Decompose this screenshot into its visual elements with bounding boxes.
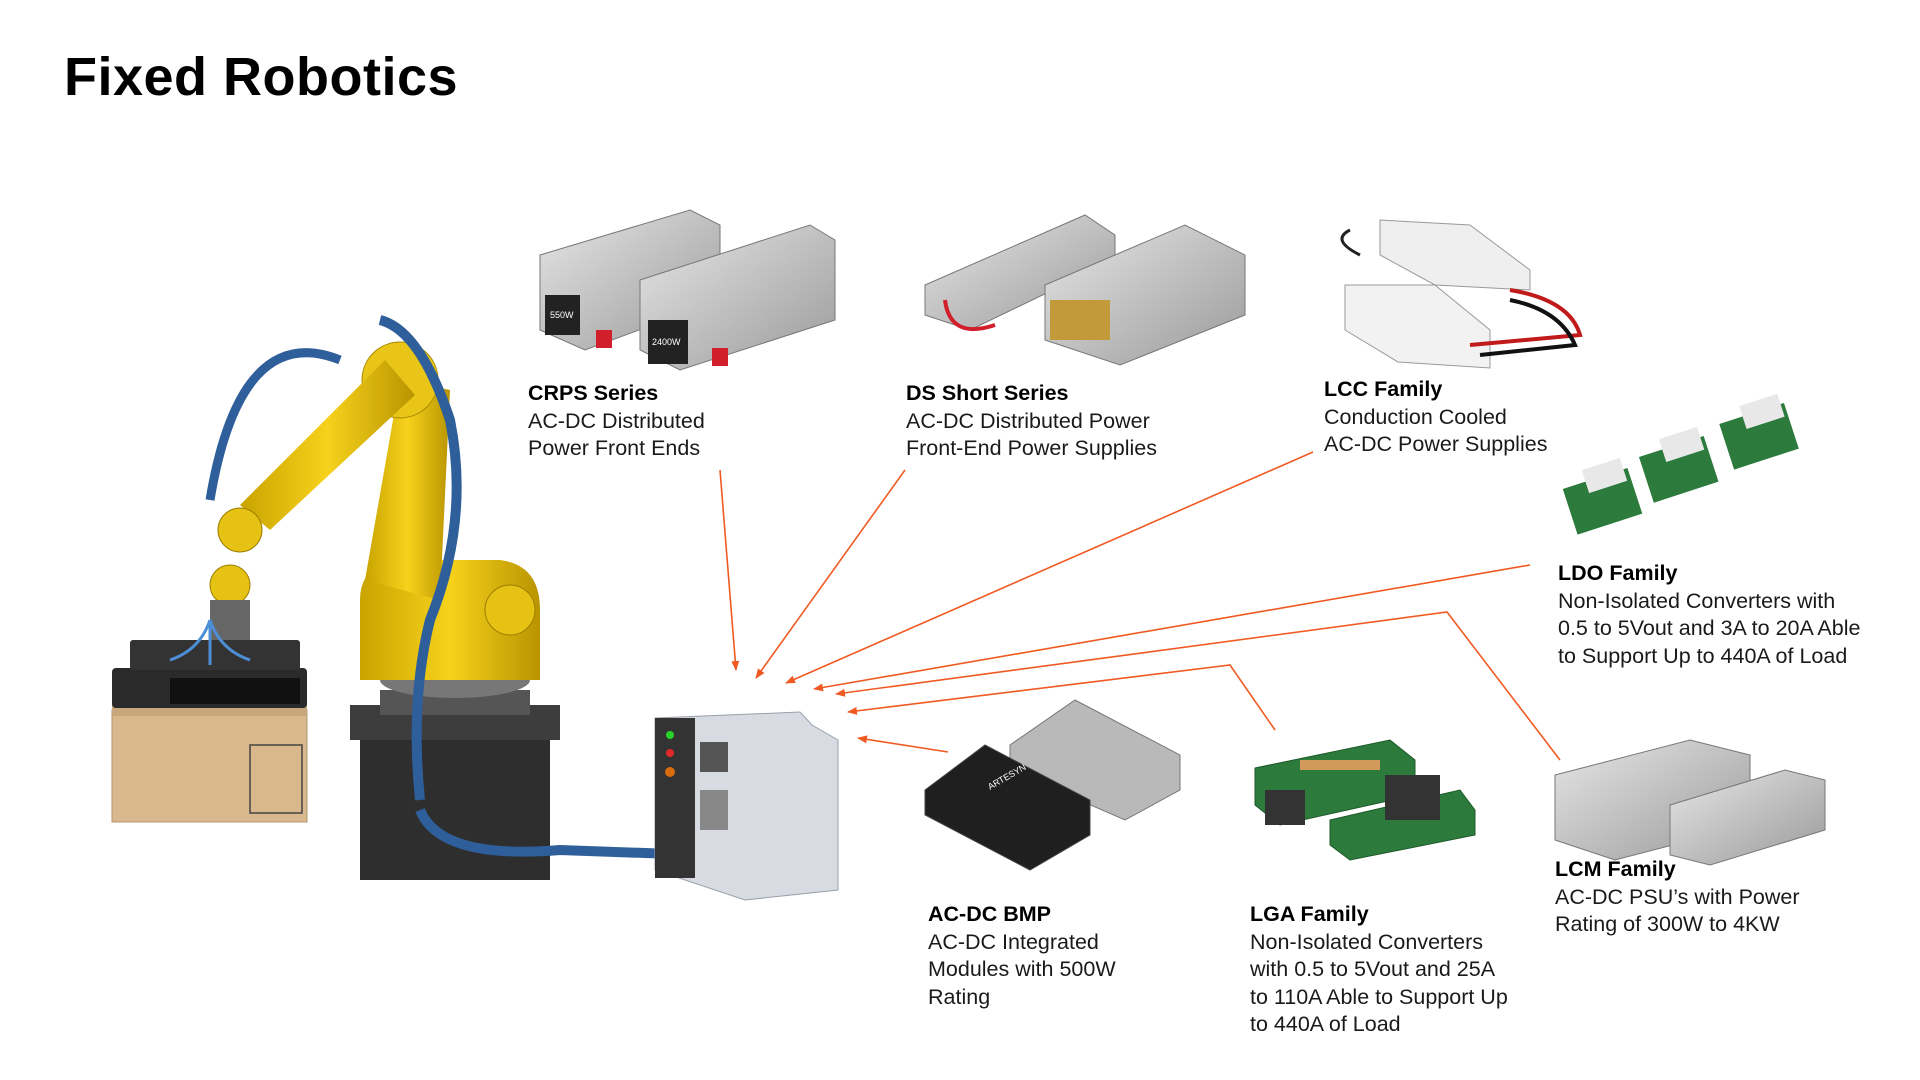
- product-lcm: LCM Family AC-DC PSU’s with Power Rating…: [1555, 856, 1800, 939]
- ldo-product-image: [1562, 393, 1799, 535]
- arrow-lga: [847, 664, 1276, 731]
- product-ds-short: DS Short Series AC-DC Distributed Power …: [906, 380, 1157, 463]
- page-title: Fixed Robotics: [64, 47, 459, 107]
- lga-product-image: [1254, 739, 1476, 861]
- product-name: LGA Family: [1250, 902, 1369, 926]
- crps-image-label-2400w: 2400W: [652, 337, 681, 347]
- product-desc: AC-DC Distributed Power Front-End Power …: [906, 408, 1157, 461]
- product-desc: AC-DC Integrated Modules with 500W Ratin…: [928, 929, 1116, 1009]
- product-acdc-bmp: AC-DC BMP AC-DC Integrated Modules with …: [928, 901, 1116, 1011]
- product-desc: Non-Isolated Converters with 0.5 to 5Vou…: [1250, 929, 1508, 1037]
- product-desc: AC-DC Distributed Power Front Ends: [528, 408, 705, 461]
- product-name: AC-DC BMP: [928, 902, 1052, 926]
- product-name: LCM Family: [1555, 857, 1676, 881]
- crps-image-label-550w: 550W: [550, 310, 574, 320]
- arrow-ldo: [813, 564, 1531, 692]
- robot-arm-image: [111, 315, 839, 901]
- product-name: DS Short Series: [906, 381, 1069, 405]
- crps-product-image: 550W 2400W: [539, 209, 836, 371]
- arrow-ds-short: [755, 469, 906, 679]
- ds-short-product-image: [924, 214, 1246, 366]
- product-name: CRPS Series: [528, 381, 659, 405]
- product-lcc: LCC Family Conduction Cooled AC-DC Power…: [1324, 376, 1547, 459]
- acdc-bmp-product-image: ARTESYN: [924, 699, 1181, 871]
- product-name: LDO Family: [1558, 561, 1678, 585]
- product-crps: CRPS Series AC-DC Distributed Power Fron…: [528, 380, 705, 463]
- product-desc: Non-Isolated Converters with 0.5 to 5Vou…: [1558, 588, 1861, 668]
- lcc-product-image: [1340, 219, 1583, 369]
- arrow-acdc-bmp: [857, 735, 949, 753]
- arrow-lcc: [785, 451, 1314, 684]
- arrow-crps: [719, 469, 740, 671]
- product-name: LCC Family: [1324, 377, 1443, 401]
- product-desc: AC-DC PSU’s with Power Rating of 300W to…: [1555, 884, 1800, 937]
- arrow-lcm: [835, 611, 1561, 761]
- product-lga: LGA Family Non-Isolated Converters with …: [1250, 901, 1508, 1039]
- product-desc: Conduction Cooled AC-DC Power Supplies: [1324, 404, 1548, 457]
- lcm-product-image: [1554, 739, 1826, 866]
- product-ldo: LDO Family Non-Isolated Converters with …: [1558, 560, 1860, 670]
